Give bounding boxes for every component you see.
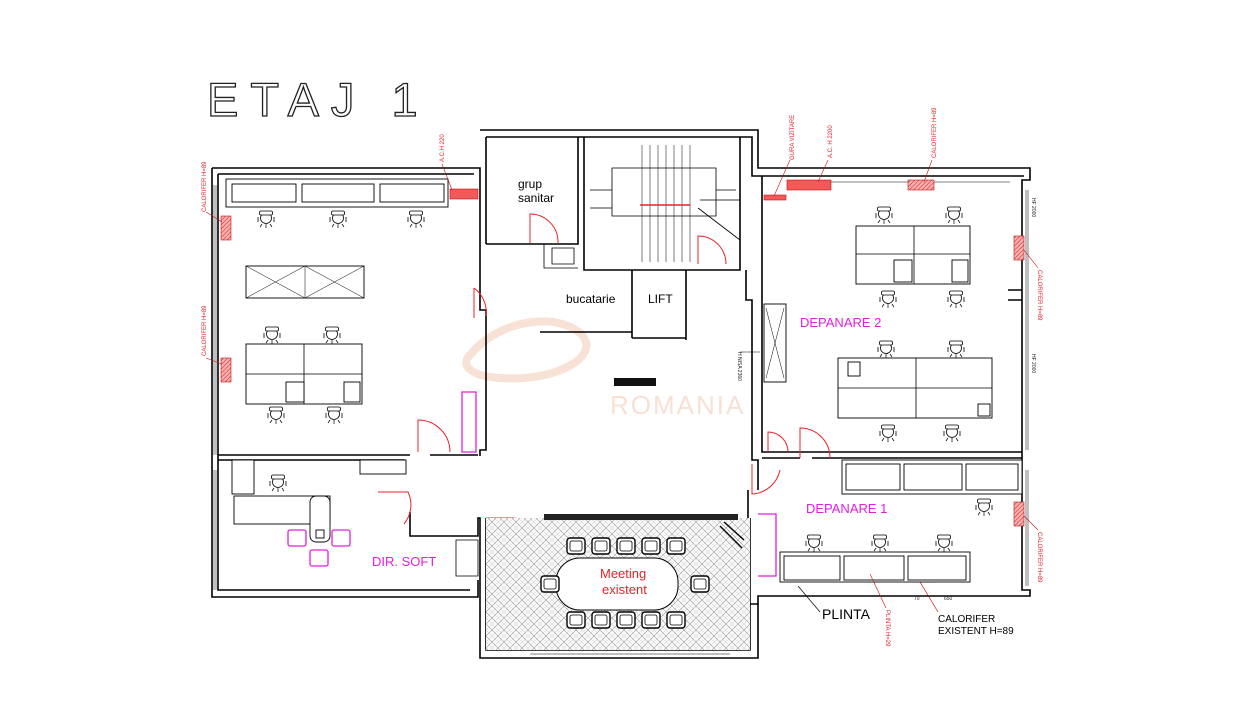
label-grup-sanitar-1: grup [518, 177, 542, 191]
door-sanitar [529, 213, 559, 244]
door-office-left [417, 419, 451, 453]
note-calorifer-right-bottom: CALORIFER H=89 [1036, 532, 1042, 583]
furniture-dir-soft [231, 459, 407, 567]
annotations: A.C.H 220 CALORIFER H=89 CALORIFER H=89 … [202, 107, 1042, 647]
door-depanare1 [751, 464, 781, 495]
note-calorifer-existent-2: EXISTENT H=89 [938, 626, 1014, 637]
note-calorifer-left-mid: CALORIFER H=89 [202, 305, 208, 356]
door-stairs [697, 235, 727, 265]
door-depanare2 [799, 427, 831, 459]
note-hf-top: HF 2000 [1030, 198, 1036, 217]
note-calorifer-top-right: CALORIFER H=89 [932, 107, 938, 158]
walls [211, 129, 1031, 659]
label-bucatarie: bucatarie [566, 292, 616, 306]
meeting-room [486, 514, 750, 650]
note-ac-right: A.C. H 2200 [828, 125, 834, 158]
note-plinta-h: PLINTA H=29 [884, 610, 890, 647]
watermark: ROMANIA [462, 317, 745, 420]
label-dir-soft: DIR. SOFT [372, 554, 436, 569]
note-calorifer-left-top: CALORIFER H=89 [202, 161, 208, 212]
note-hf-mid: HF 2000 [1030, 354, 1036, 373]
access-hatch [763, 194, 787, 201]
note-dim-b: 650 [944, 596, 953, 602]
radiator-right-top [1013, 235, 1025, 261]
note-calorifer-existent-1: CALORIFER [938, 614, 995, 625]
note-dim-a: 70 [914, 596, 920, 602]
note-ac-left: A.C.H 220 [440, 134, 446, 162]
label-depanare1: DEPANARE 1 [806, 501, 887, 516]
ac-unit-left [449, 188, 479, 200]
radiator-right-bottom [1013, 501, 1025, 527]
label-plinta: PLINTA [822, 606, 871, 622]
furniture-depanare2 [763, 206, 993, 443]
door-dir-soft [378, 491, 412, 525]
watermark-swoosh-icon [462, 317, 591, 383]
note-calorifer-right-top: CALORIFER H=89 [1036, 270, 1042, 321]
furniture-depanare1 [461, 391, 1023, 613]
door-closet [767, 431, 789, 453]
radiator-left-mid [220, 357, 232, 383]
plan-title: ETAJ 1 [207, 73, 430, 126]
ac-unit-right [786, 179, 832, 191]
label-depanare2: DEPANARE 2 [800, 315, 881, 330]
note-gura-vizitare: GURA VIZITARE [790, 115, 796, 160]
label-lift: LIFT [648, 292, 673, 306]
radiator-left-top [220, 215, 232, 241]
radiator-top-right [907, 179, 935, 191]
note-hnisa: H NISA 2360 [736, 352, 742, 381]
label-meeting-1: Meeting [600, 566, 646, 581]
furniture-left-office [225, 178, 449, 425]
watermark-text: ROMANIA [610, 390, 745, 420]
label-grup-sanitar-2: sanitar [518, 191, 554, 205]
door-corridor-left [473, 287, 487, 318]
label-meeting-2: existent [602, 582, 647, 597]
